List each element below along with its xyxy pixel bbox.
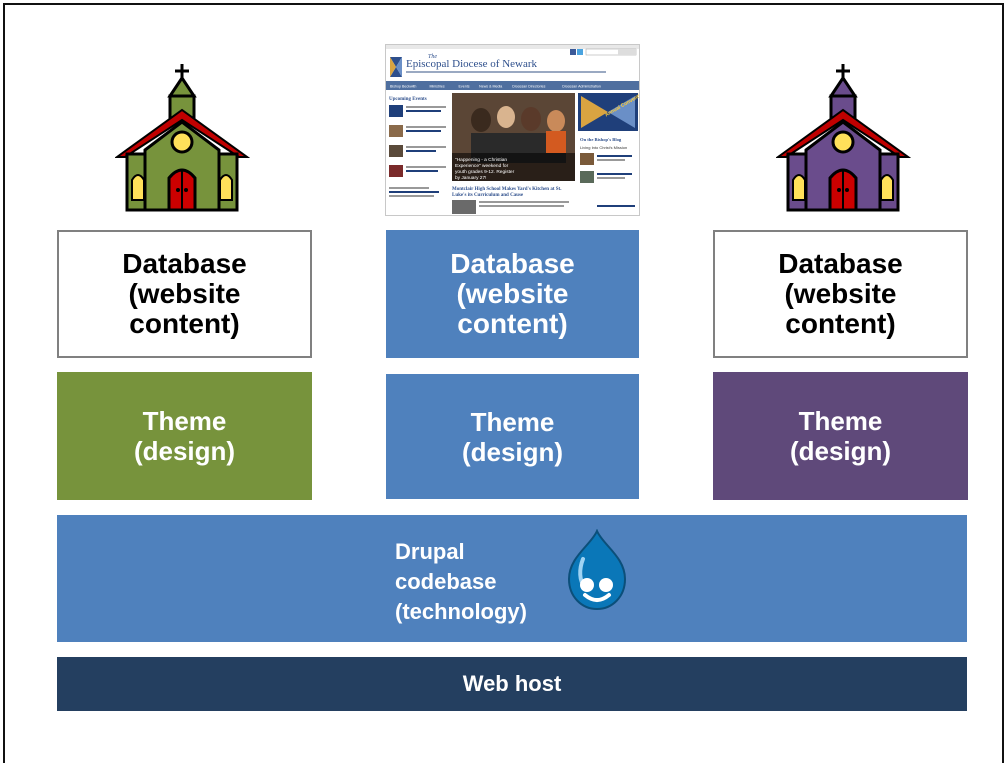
- nav-item[interactable]: Diocesan Administration: [562, 85, 601, 89]
- church-purple-icon: [776, 64, 911, 212]
- nav-item[interactable]: Events: [459, 85, 470, 89]
- database-box-left: Database (website content): [57, 230, 312, 358]
- nav-item[interactable]: News & Media: [479, 85, 502, 89]
- site-title: Episcopal Diocese of Newark: [406, 58, 538, 70]
- webhost-box: Web host: [57, 657, 967, 711]
- database-box-right: Database (website content): [713, 230, 968, 358]
- database-box-center: Database (website content): [386, 230, 639, 358]
- blog-heading: On the Bishop's Blog: [580, 137, 622, 142]
- theme-box-center: Theme (design): [386, 374, 639, 499]
- church-green-icon: [115, 64, 250, 212]
- website-screenshot: The Episcopal Diocese of Newark Bishop B…: [385, 44, 640, 216]
- blog-post-title: Living Into Christ's Mission: [580, 145, 627, 150]
- theme-box-right: Theme (design): [713, 372, 968, 500]
- nav-item[interactable]: Ministries: [430, 85, 445, 89]
- upcoming-events-heading: Upcoming Events: [389, 97, 427, 102]
- drupal-drop-icon: [567, 529, 627, 611]
- nav-item[interactable]: Diocesan Directories: [512, 85, 545, 89]
- site-title-prefix: The: [428, 54, 437, 60]
- website-screenshot-art: The Episcopal Diocese of Newark Bishop B…: [386, 45, 639, 215]
- codebase-label: Drupal codebase (technology): [395, 539, 527, 624]
- theme-box-left: Theme (design): [57, 372, 312, 500]
- codebase-box: Drupal codebase (technology): [57, 515, 967, 642]
- feature-caption-line: Experience" weekend for: [455, 163, 509, 169]
- nav-item[interactable]: Bishop Beckwith: [390, 85, 416, 89]
- feature-caption-line: by January 27!: [455, 175, 486, 181]
- feature-caption-line: youth grades 9-12. Register: [455, 169, 515, 175]
- feature-caption-line: "Happening - a Christian: [455, 157, 507, 163]
- headline-line: Montclair High School Makes Yard's Kitch…: [452, 187, 562, 192]
- headline-line: Luke's its Curriculum and Cause: [452, 193, 524, 198]
- slide-frame: [3, 3, 1004, 763]
